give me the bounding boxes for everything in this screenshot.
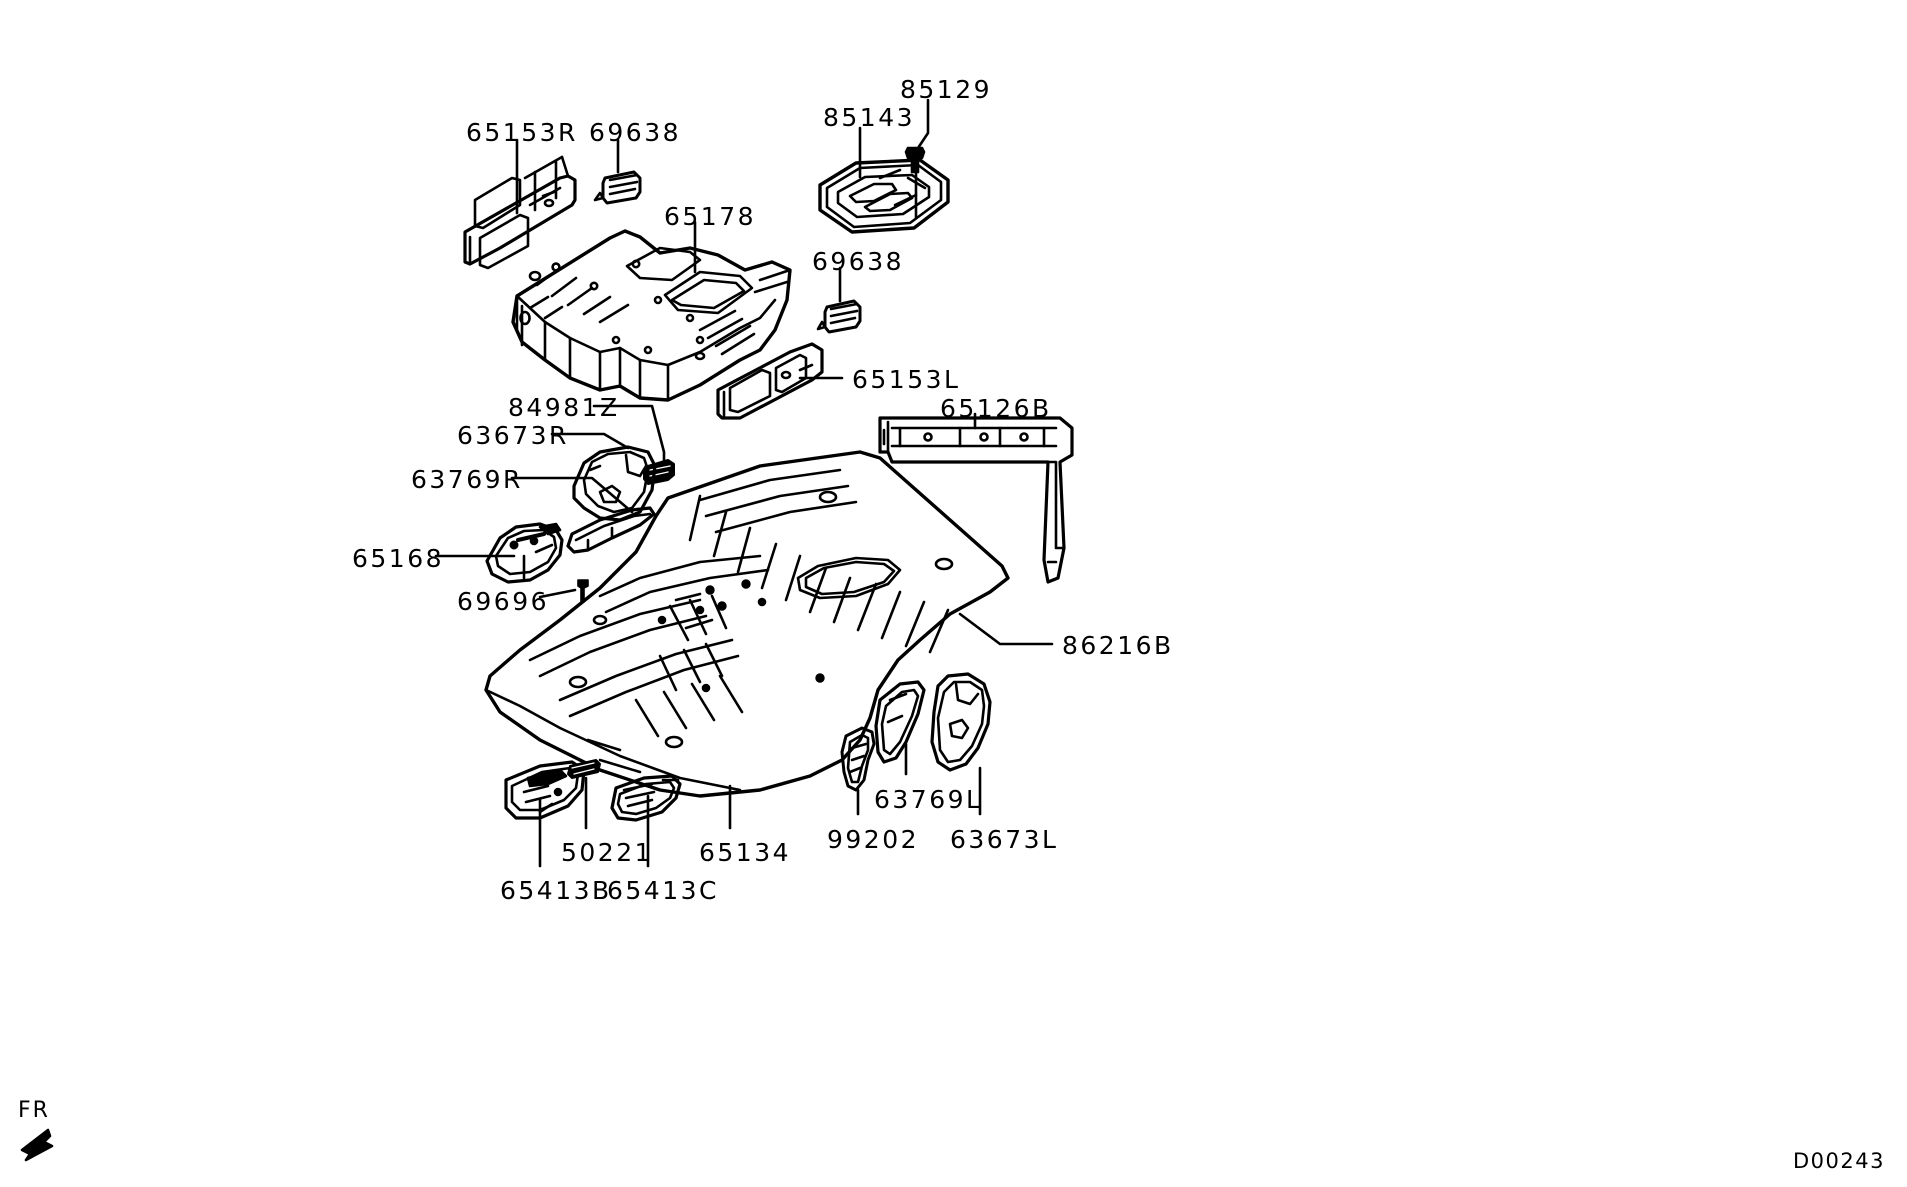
part-label-69696: 69696 (457, 587, 550, 616)
part-label-69638-top: 69638 (589, 118, 682, 147)
part-65153L (716, 342, 824, 420)
part-label-63673L: 63673L (950, 825, 1059, 854)
part-63673L (930, 672, 992, 772)
fr-arrow-icon (20, 1128, 54, 1162)
part-84981Z (643, 459, 675, 485)
part-label-63769L: 63769L (874, 785, 983, 814)
part-69638-mid (816, 299, 862, 334)
part-65178 (511, 229, 792, 402)
part-label-86216B: 86216B (1062, 631, 1174, 660)
part-65126B (878, 416, 1074, 584)
part-label-84981Z: 84981Z (508, 393, 620, 422)
part-label-65153R: 65153R (466, 118, 578, 147)
part-label-65134: 65134 (699, 838, 792, 867)
part-65168 (485, 522, 564, 584)
part-65413B (504, 760, 586, 820)
part-label-65168: 65168 (352, 544, 445, 573)
part-86216B (484, 450, 1010, 798)
part-label-63769R: 63769R (411, 465, 523, 494)
part-label-65153L: 65153L (852, 365, 961, 394)
drawing-code: D00243 (1793, 1149, 1885, 1173)
part-label-85129: 85129 (900, 75, 993, 104)
part-label-65126B: 65126B (940, 394, 1052, 423)
leader-lines (434, 98, 1054, 868)
part-50221 (567, 759, 601, 779)
part-63769R (566, 506, 656, 554)
part-63769L (874, 680, 926, 764)
part-69638-top (593, 170, 642, 205)
part-label-65178: 65178 (664, 202, 757, 231)
part-63673R (572, 445, 657, 522)
part-label-69638-mid: 69638 (812, 247, 905, 276)
part-label-65413B: 65413B (500, 876, 612, 905)
part-65153R (463, 155, 577, 270)
part-label-50221: 50221 (561, 838, 654, 867)
part-label-99202: 99202 (827, 825, 920, 854)
part-label-63673R: 63673R (457, 421, 569, 450)
part-65134 (484, 688, 742, 792)
part-85143 (818, 158, 950, 234)
part-65413C (610, 774, 682, 822)
part-label-65413C: 65413C (607, 876, 719, 905)
orientation-label: FR (18, 1098, 50, 1123)
part-99202 (840, 726, 876, 792)
part-label-85143: 85143 (823, 103, 916, 132)
